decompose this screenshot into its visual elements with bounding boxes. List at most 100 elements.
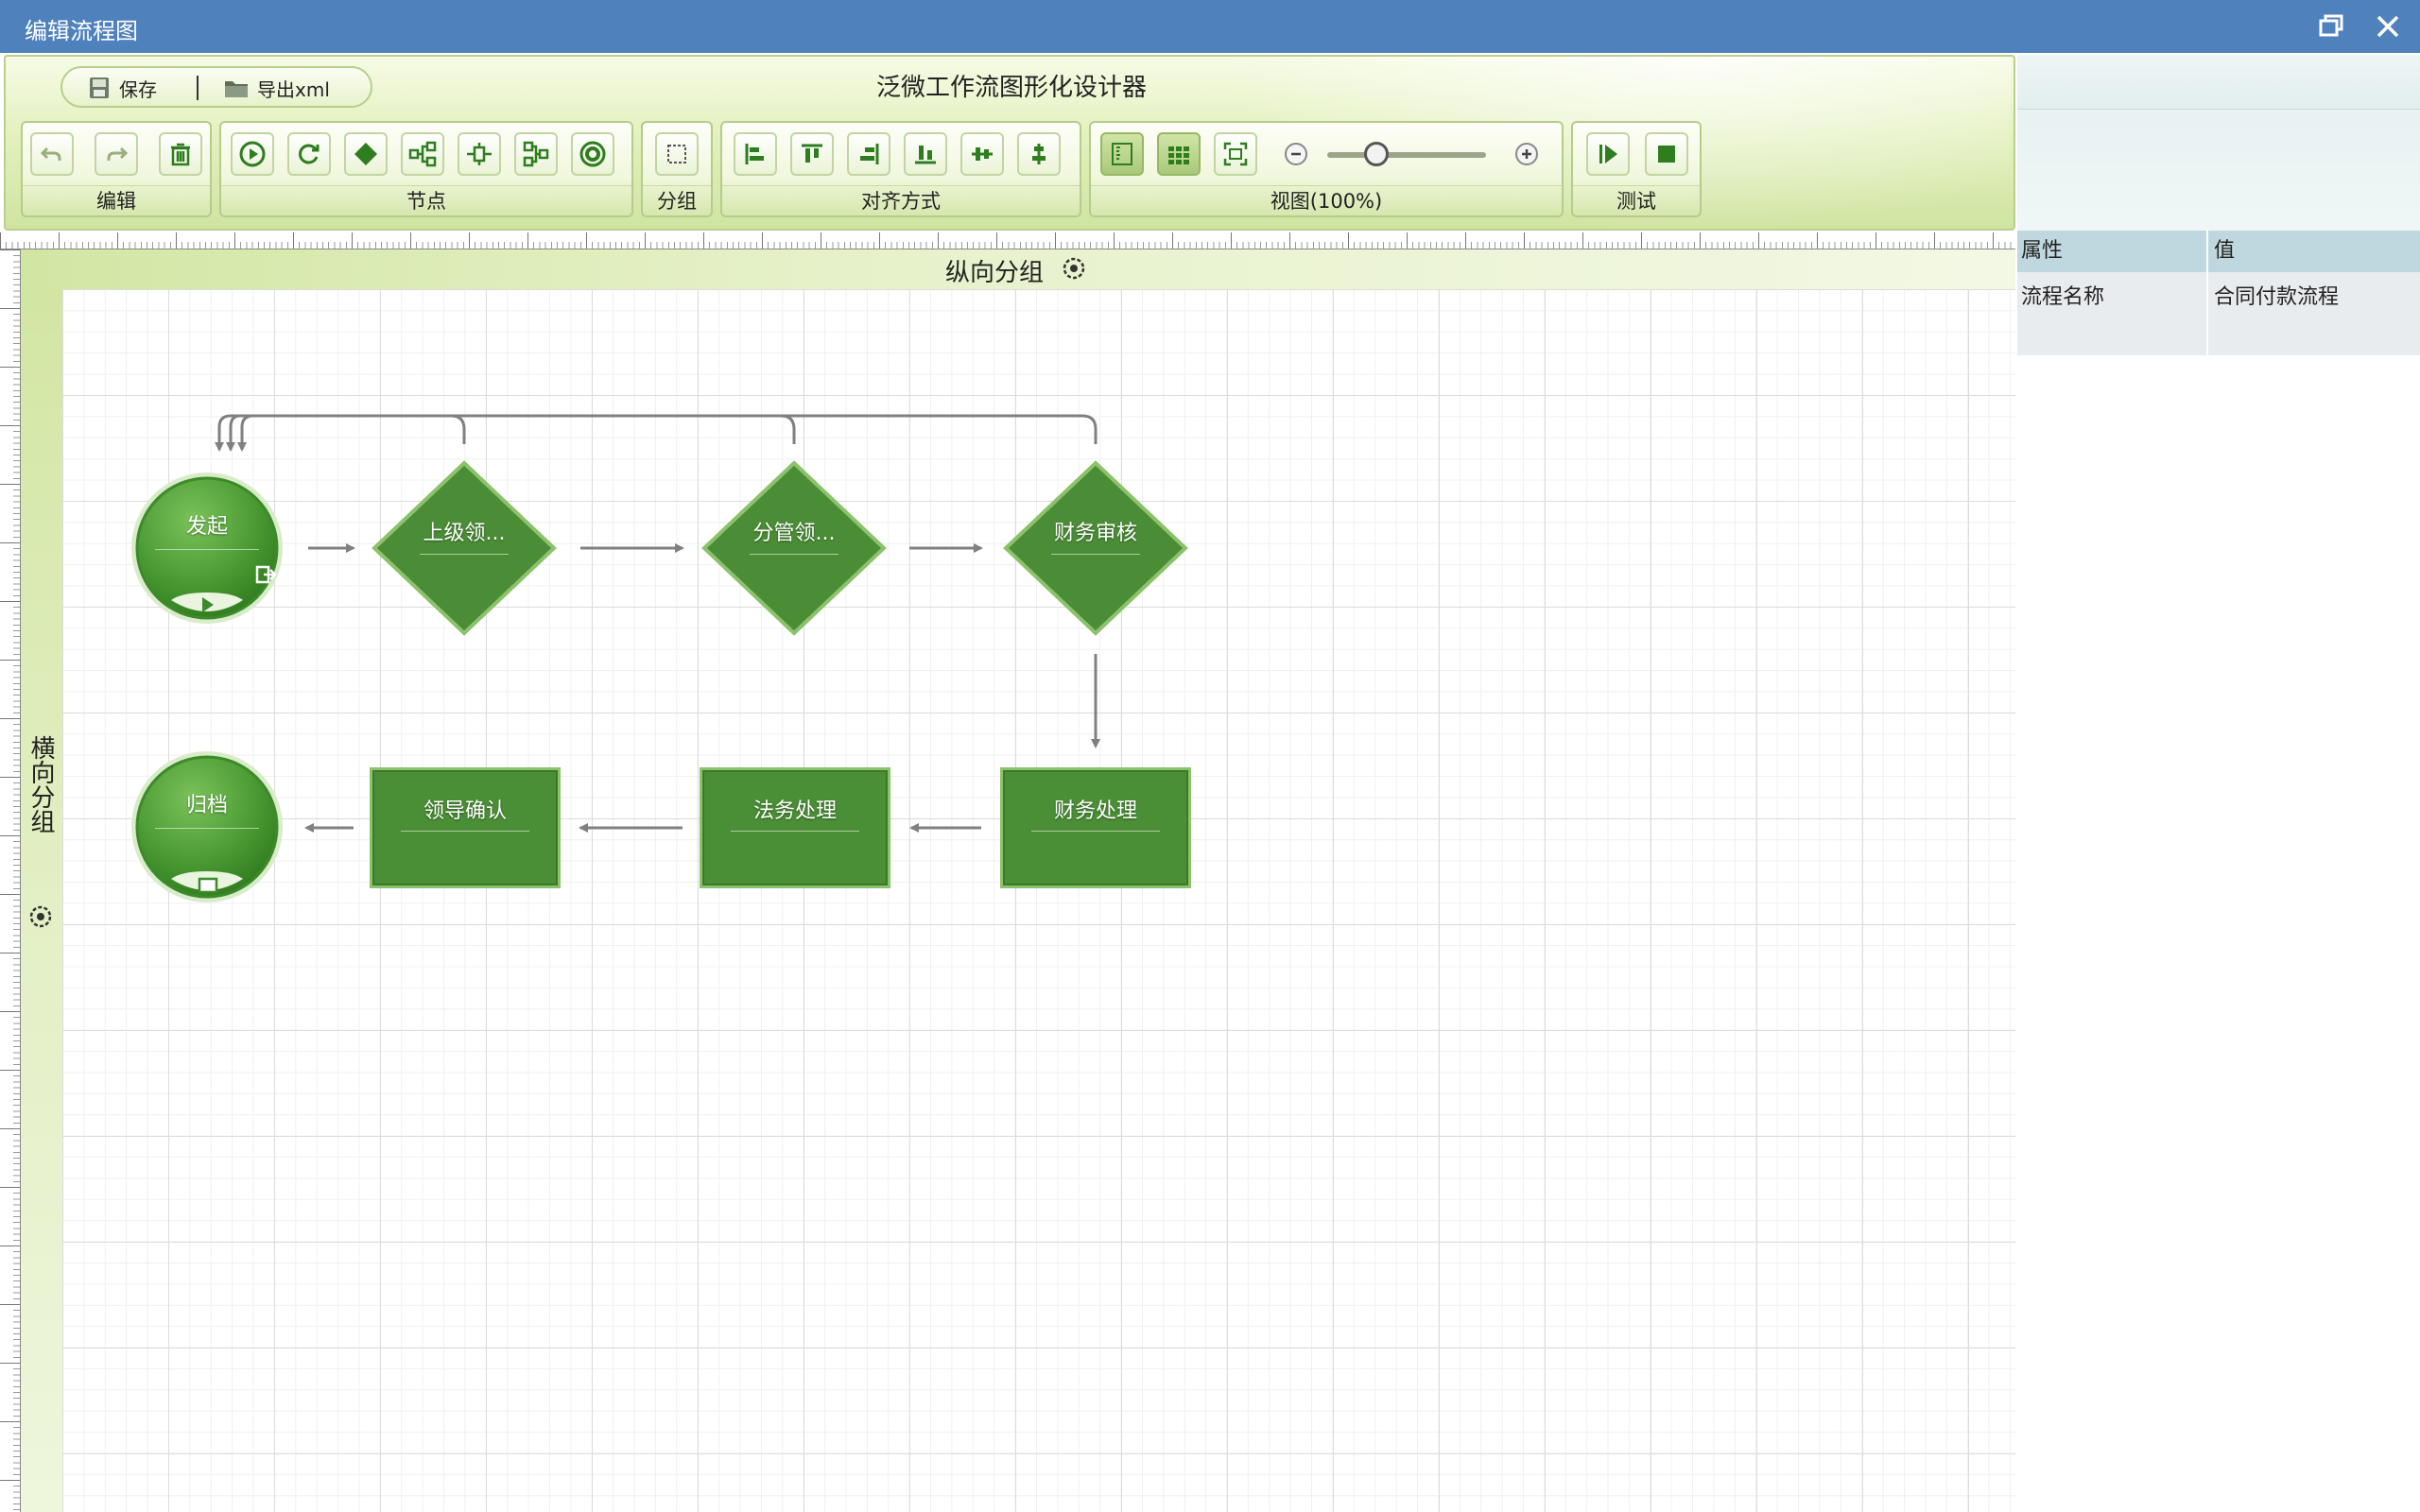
merge-icon — [467, 143, 492, 165]
play-icon — [1599, 145, 1617, 163]
align-middle-button[interactable] — [960, 132, 1004, 176]
branch-node-button[interactable] — [401, 132, 444, 176]
vertical-lane-header[interactable]: 纵向分组 — [21, 249, 2015, 289]
close-icon[interactable] — [2371, 9, 2405, 43]
flow-canvas[interactable]: 纵向分组 横向分组 — [21, 249, 2015, 1512]
zoom-slider[interactable] — [1327, 152, 1486, 158]
superior-approval-label: 上级领... — [423, 522, 506, 545]
property-name-header: 属性 — [2021, 239, 2064, 263]
leader-confirm-node[interactable]: 领导确认 — [370, 767, 561, 888]
add-group-button[interactable] — [655, 132, 699, 176]
play-icon — [202, 597, 214, 612]
run-test-button[interactable] — [1586, 132, 1630, 176]
divider — [197, 76, 199, 100]
grid-icon — [1168, 146, 1189, 164]
fit-view-button[interactable] — [1214, 132, 1257, 176]
align-center-button[interactable] — [1017, 132, 1061, 176]
superior-approval-node[interactable]: 上级领... — [371, 459, 558, 637]
exit-icon — [255, 565, 277, 584]
delete-button[interactable] — [159, 132, 202, 176]
property-name: 流程名称 — [2021, 285, 2105, 309]
view-group-label: 视图(100%) — [1091, 185, 1562, 215]
vertical-ruler — [0, 249, 21, 1512]
legal-process-node[interactable]: 法务处理 — [700, 767, 890, 888]
end-node-icon — [579, 141, 606, 167]
undo-button[interactable] — [30, 132, 74, 176]
start-node[interactable]: 发起 — [129, 470, 285, 627]
align-top-icon — [802, 144, 822, 163]
gear-icon[interactable] — [27, 903, 54, 930]
ribbon-toolbar: 泛微工作流图形化设计器 保存 导出xml — [4, 55, 2015, 231]
merge-node-button[interactable] — [458, 132, 501, 176]
gear-icon[interactable] — [1061, 255, 1087, 282]
subflow-node-button[interactable] — [514, 132, 558, 176]
stop-icon — [198, 877, 218, 894]
test-group: 测试 — [1571, 121, 1702, 217]
view-group: 视图(100%) — [1089, 121, 1564, 217]
return-connector-finance-review — [237, 414, 1098, 452]
property-value[interactable]: 合同付款流程 — [2206, 272, 2420, 355]
align-middle-icon — [972, 147, 993, 161]
align-group-label: 对齐方式 — [722, 185, 1080, 215]
grid-area[interactable] — [62, 289, 2015, 1512]
save-label: 保存 — [119, 77, 157, 101]
restore-icon[interactable] — [2314, 9, 2348, 43]
zoom-in-icon — [1515, 143, 1538, 165]
finance-process-label: 财务处理 — [1053, 799, 1137, 823]
export-xml-button[interactable]: 导出xml — [223, 74, 330, 102]
align-right-button[interactable] — [847, 132, 890, 176]
fit-view-icon — [1223, 142, 1248, 166]
grid-toggle-button[interactable] — [1157, 132, 1201, 176]
ruler-icon — [1112, 143, 1132, 165]
save-button[interactable]: 保存 — [87, 74, 157, 102]
subflow-icon — [523, 141, 549, 167]
start-node-icon — [239, 141, 266, 167]
properties-header-row: 属性 值 — [2017, 231, 2420, 272]
finance-process-node[interactable]: 财务处理 — [1000, 767, 1191, 888]
node-group: 节点 — [219, 121, 633, 217]
decision-node-button[interactable] — [344, 132, 388, 176]
stop-test-button[interactable] — [1645, 132, 1688, 176]
loop-node-button[interactable] — [287, 132, 331, 176]
end-node-button[interactable] — [571, 132, 614, 176]
redo-button[interactable] — [95, 132, 138, 176]
property-value-header: 值 — [2206, 231, 2420, 272]
save-icon — [90, 77, 109, 98]
align-bottom-button[interactable] — [904, 132, 947, 176]
trash-icon — [171, 143, 190, 166]
zoom-out-button[interactable] — [1274, 132, 1318, 176]
undo-icon — [40, 146, 61, 161]
leader-confirm-label: 领导确认 — [423, 799, 507, 823]
align-center-icon — [1032, 144, 1046, 164]
app-title: 泛微工作流图形化设计器 — [875, 74, 1147, 102]
zoom-out-icon — [1285, 143, 1307, 165]
lane-group-label: 分组 — [643, 185, 711, 215]
archive-node-label: 归档 — [185, 794, 228, 817]
start-node-label: 发起 — [185, 515, 228, 539]
edit-group: 编辑 — [21, 121, 212, 217]
branch-icon — [408, 141, 437, 167]
refresh-icon — [299, 144, 320, 164]
horizontal-ruler — [0, 232, 2015, 249]
align-group: 对齐方式 — [720, 121, 1081, 217]
quick-access-toolbar: 保存 导出xml — [60, 66, 372, 108]
connectors — [215, 414, 1100, 833]
window-titlebar: 编辑流程图 — [0, 0, 2420, 53]
node-group-label: 节点 — [221, 185, 631, 215]
align-left-button[interactable] — [734, 132, 777, 176]
finance-review-label: 财务审核 — [1053, 522, 1137, 545]
properties-panel: 属性 属性 值 流程名称 合同付款流程 — [2017, 55, 2420, 1512]
align-left-icon — [745, 144, 764, 164]
zoom-slider-thumb[interactable] — [1364, 142, 1389, 166]
horizontal-lane-header[interactable]: 横向分组 — [21, 289, 62, 1512]
finance-review-node[interactable]: 财务审核 — [1002, 459, 1189, 637]
vertical-lane-title: 纵向分组 — [945, 259, 1045, 287]
property-row[interactable]: 流程名称 合同付款流程 — [2017, 272, 2420, 355]
redo-icon — [107, 146, 129, 161]
align-top-button[interactable] — [790, 132, 834, 176]
ruler-toggle-button[interactable] — [1100, 132, 1144, 176]
start-node-button[interactable] — [231, 132, 274, 176]
division-approval-node[interactable]: 分管领... — [700, 459, 888, 637]
archive-node[interactable]: 归档 — [129, 748, 285, 905]
zoom-in-button[interactable] — [1505, 132, 1548, 176]
